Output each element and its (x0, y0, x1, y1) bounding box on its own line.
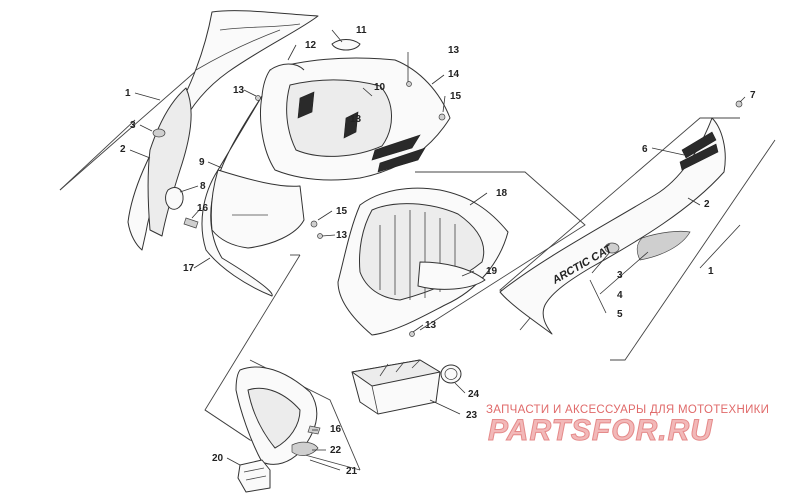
panel-trim-4 (636, 230, 691, 261)
left-side-panel-group (59, 10, 319, 251)
callout-13-e: 13 (425, 320, 437, 331)
left-side-panel-inner (147, 87, 192, 237)
callout-16-a: 16 (197, 203, 209, 214)
decal-stripe-2 (679, 143, 719, 171)
callout-23: 23 (466, 410, 478, 421)
callout-3-right: 3 (617, 270, 623, 281)
screw-13b (406, 81, 412, 87)
callout-19: 19 (486, 266, 498, 277)
leader-lines (129, 29, 746, 471)
callout-2-left: 2 (120, 144, 126, 155)
dash-slot-left (297, 91, 315, 119)
watermark-tagline: ЗАПЧАСТИ И АКСЕССУАРЫ ДЛЯ МОТОТЕХНИКИ (486, 404, 770, 416)
callout-14: 14 (448, 69, 460, 80)
callout-15-a: 15 (450, 91, 462, 102)
callout-4: 4 (617, 290, 623, 301)
left-panel-edge (219, 23, 301, 31)
callout-13-a: 13 (233, 85, 245, 96)
screw-13d (409, 331, 415, 337)
callout-17: 17 (183, 263, 195, 274)
clamp-24-inner (444, 368, 458, 380)
callout-22: 22 (330, 445, 342, 456)
screw-13a (255, 95, 261, 101)
panel-badge-3 (604, 242, 620, 254)
air-intake-ribs (371, 359, 421, 415)
lower-front-group (204, 359, 361, 493)
clip-22 (291, 441, 319, 456)
callout-13-c: 13 (350, 114, 362, 125)
right-side-panel-group: ARCTIC CAT (499, 100, 776, 361)
decal-stripe-1 (681, 131, 717, 159)
lower-front-recess (247, 387, 301, 449)
callout-7: 7 (750, 90, 756, 101)
wire-12 (269, 63, 305, 71)
clips-8-16 (165, 187, 323, 239)
callout-3-left: 3 (130, 120, 136, 131)
nose-panel (210, 169, 305, 249)
callout-10: 10 (374, 82, 386, 93)
right-side-panel (499, 117, 726, 335)
lower-frame-bottom (204, 409, 361, 471)
cap-11 (331, 39, 361, 51)
callout-6: 6 (642, 144, 648, 155)
left-panel-rib (195, 29, 281, 71)
callout-5: 5 (617, 309, 623, 320)
dash-vent-1 (371, 134, 421, 161)
callout-13-b: 13 (448, 45, 460, 56)
callout-12: 12 (305, 40, 317, 51)
clip-15a (438, 113, 446, 121)
left-panel-frame-bottom (59, 119, 136, 191)
clamp-24 (440, 364, 462, 384)
callout-21: 21 (346, 466, 358, 477)
callout-1-left: 1 (125, 88, 131, 99)
bin-frame (415, 171, 586, 331)
callout-13-d: 13 (336, 230, 348, 241)
callout-20: 20 (212, 453, 224, 464)
dash-slot-right (343, 111, 359, 139)
left-panel-badge (152, 128, 166, 138)
right-panel-frame-b (610, 139, 776, 361)
hood-group (201, 39, 451, 297)
clip-8 (165, 187, 184, 210)
callout-labels: 1 1 2 2 3 3 4 5 6 7 8 9 10 11 12 13 13 1… (120, 25, 756, 477)
clip-7 (735, 100, 743, 108)
clip-15b (310, 220, 318, 228)
callout-24: 24 (468, 389, 480, 400)
callout-8: 8 (200, 181, 206, 192)
callout-11: 11 (356, 25, 367, 36)
callout-18: 18 (496, 188, 508, 199)
callout-2-right: 2 (704, 199, 710, 210)
bin-ribs (379, 210, 456, 300)
storage-bin-group (337, 171, 586, 337)
callout-16-b: 16 (330, 424, 342, 435)
bracket-ribs (243, 467, 267, 481)
callout-9: 9 (199, 157, 205, 168)
clip-16a (183, 217, 199, 229)
air-intake-top (351, 359, 441, 387)
air-intake-group (351, 359, 462, 415)
watermark-logo: PARTSFOR.RU (488, 414, 713, 448)
dash-vent-2 (377, 147, 426, 173)
callout-15-b: 15 (336, 206, 348, 217)
screw-13c (317, 233, 323, 239)
bin-cover-19 (417, 261, 486, 290)
callout-1-right: 1 (708, 266, 714, 277)
